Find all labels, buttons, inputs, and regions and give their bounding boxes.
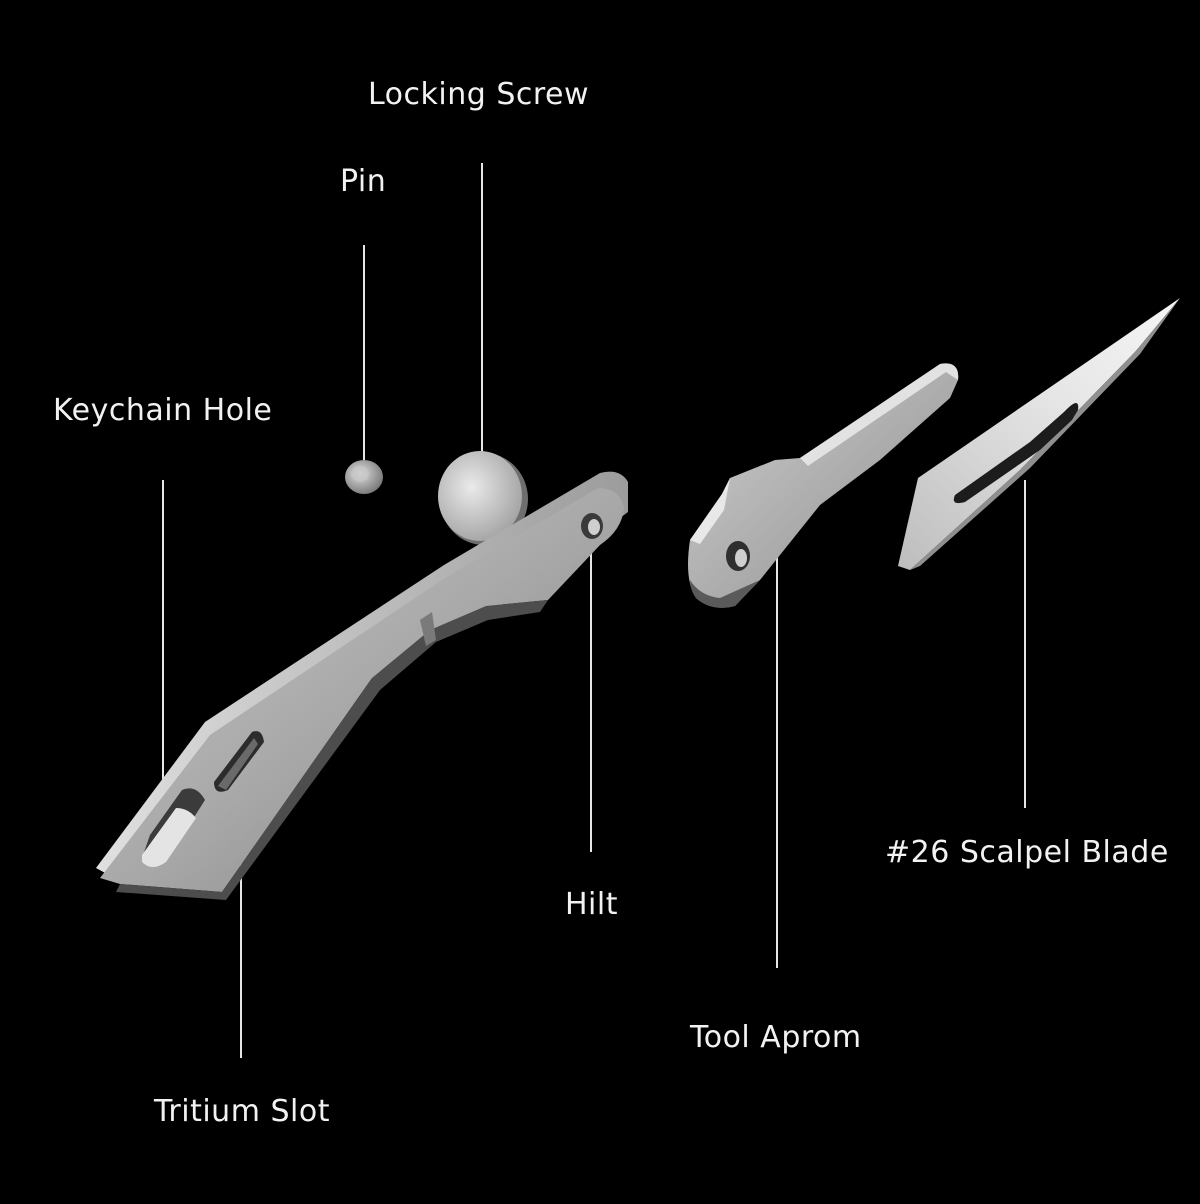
label-keychain-hole: Keychain Hole xyxy=(53,393,273,428)
handle-part xyxy=(96,471,628,900)
tritium-slot xyxy=(214,731,264,792)
pin-part xyxy=(345,460,383,494)
leader-lines xyxy=(162,163,1026,1058)
label-tool-aprom: Tool Aprom xyxy=(690,1020,862,1055)
label-tritium-slot: Tritium Slot xyxy=(154,1094,330,1129)
label-scalpel-blade: #26 Scalpel Blade xyxy=(885,835,1169,870)
keychain-hole xyxy=(142,788,205,867)
label-pin: Pin xyxy=(340,164,387,199)
label-hilt: Hilt xyxy=(565,887,618,922)
tool-aprom-part xyxy=(688,363,959,608)
scalpel-blade-part xyxy=(898,298,1180,570)
locking-screw-part xyxy=(438,451,528,545)
label-locking-screw: Locking Screw xyxy=(368,77,590,112)
